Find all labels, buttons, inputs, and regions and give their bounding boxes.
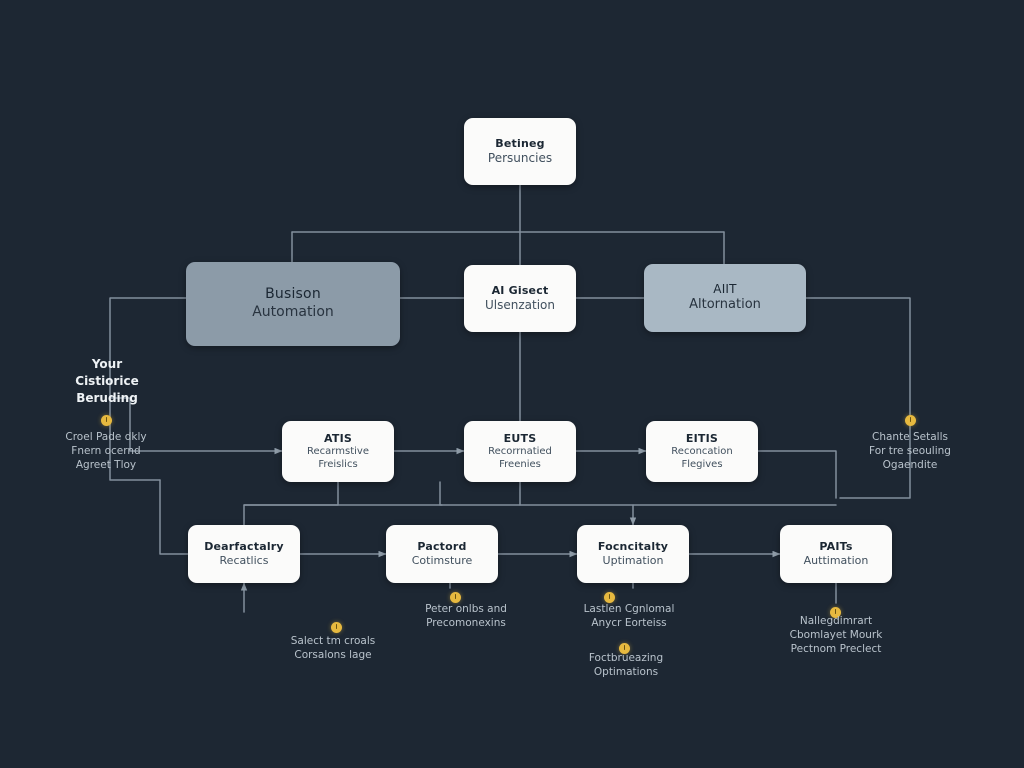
annotation-line: Fnern ocernd [71, 445, 141, 458]
node-subtitle: Recarmstive [307, 445, 369, 457]
annotation-line: Precomonexins [426, 617, 506, 630]
node-title: Busison [265, 286, 321, 303]
node-title: AI Gisect [491, 283, 549, 297]
bullet-dot-icon [450, 592, 461, 603]
annotation-line: Nallegdimrart [799, 615, 873, 627]
annotation-line: For tre seouling [869, 445, 951, 458]
annotation-line: Foctbrueazing [588, 652, 664, 664]
annotation-bottom-note-5: Nallegdimrart Cbomlayet Mourk Pectnom Pr… [769, 614, 903, 657]
annotation-line: Peter onlbs and [425, 603, 507, 615]
node-subtitle: Altornation [689, 297, 761, 313]
node-focncitalty[interactable]: Focncitalty Uptimation [577, 525, 689, 583]
annotation-line: Chante Setalls [872, 431, 948, 443]
node-subtitle-2: Freislics [318, 458, 358, 470]
node-eitis[interactable]: EITIS Reconcation Flegives [646, 421, 758, 482]
node-title: ATIS [324, 431, 352, 445]
annotation-line: Optimations [593, 666, 659, 679]
node-title: AIIT [713, 282, 737, 296]
node-subtitle: Cotimsture [411, 554, 473, 567]
node-subtitle: Uptimation [602, 554, 664, 567]
annotation-line: Corsalons lage [294, 649, 372, 662]
annotation-line: Ogaendite [882, 459, 938, 472]
node-title: EITIS [685, 431, 719, 445]
node-subtitle-2: Freenies [499, 458, 541, 470]
node-title: Dearfactalry [204, 539, 284, 553]
annotation-line: Salect tm croals [290, 635, 376, 647]
node-title: Focncitalty [597, 539, 669, 553]
annotation-left-note: Croel Pade dkly Fnern ocernd Agreet Tloy [44, 430, 168, 473]
node-root[interactable]: Betineg Persuncies [464, 118, 576, 185]
annotation-line: Croel Pade dkly [65, 431, 147, 443]
bullet-dot-icon [830, 607, 841, 618]
annotation-bottom-note-3: Lastlen Cgnlomal Anycr Eorteiss [565, 602, 693, 630]
bullet-dot-icon [604, 592, 615, 603]
node-root-subtitle: Persuncies [487, 150, 553, 165]
node-subtitle: Reconcation [671, 445, 733, 457]
node-atis[interactable]: ATIS Recarmstive Freislics [282, 421, 394, 482]
node-subtitle: Recorrnatied [488, 445, 552, 457]
annotation-line: Your [91, 357, 123, 371]
node-pactord[interactable]: Pactord Cotimsture [386, 525, 498, 583]
node-title: EUTS [503, 431, 537, 445]
annotation-left-heading: Your Cistiorice Beruding [48, 356, 166, 407]
node-title: Pactord [417, 539, 467, 553]
bullet-dot-icon [331, 622, 342, 633]
annotation-bottom-note-4: Foctbrueazing Optimations [562, 651, 690, 679]
node-subtitle: Auttimation [803, 554, 869, 567]
node-ai-gisect[interactable]: AI Gisect Ulsenzation [464, 265, 576, 332]
annotation-line: Pectnom Preclect [790, 643, 882, 656]
node-subtitle: Automation [252, 304, 334, 320]
node-subtitle: Ulsenzation [485, 297, 555, 312]
node-subtitle-2: Flegives [681, 458, 723, 470]
annotation-line: Cistiorice [75, 374, 139, 389]
node-aiit-altornation[interactable]: AIIT Altornation [644, 264, 806, 332]
bullet-dot-icon [619, 643, 630, 654]
node-subtitle: Recatlics [219, 554, 269, 567]
node-title: PAITs [819, 539, 853, 553]
annotation-line: Lastlen Cgnlomal [583, 603, 675, 615]
bullet-dot-icon [905, 415, 916, 426]
node-busison-automation[interactable]: Busison Automation [186, 262, 400, 346]
bullet-dot-icon [101, 415, 112, 426]
node-dearfactalry[interactable]: Dearfactalry Recatlics [188, 525, 300, 583]
annotation-right-note: Chante Setalls For tre seouling Ogaendit… [848, 430, 972, 473]
node-euts[interactable]: EUTS Recorrnatied Freenies [464, 421, 576, 482]
annotation-line: Cbomlayet Mourk [789, 629, 883, 642]
node-paits[interactable]: PAITs Auttimation [780, 525, 892, 583]
node-root-title: Betineg [495, 136, 545, 150]
annotation-bottom-note-2: Peter onlbs and Precomonexins [404, 602, 528, 630]
annotation-line: Agreet Tloy [75, 459, 137, 472]
annotation-line: Beruding [76, 391, 138, 406]
annotation-bottom-note-1: Salect tm croals Corsalons lage [272, 634, 394, 662]
annotation-line: Anycr Eorteiss [591, 617, 667, 630]
